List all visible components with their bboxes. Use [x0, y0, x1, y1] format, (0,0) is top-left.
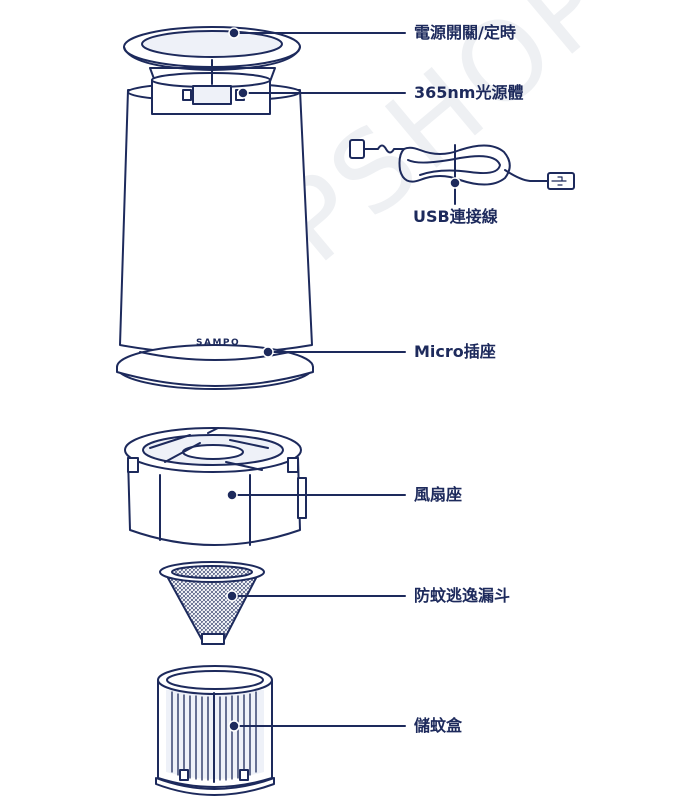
usb-cable: [350, 140, 574, 190]
label-fan-base: 風扇座: [414, 485, 462, 505]
fan-base: [125, 428, 306, 545]
label-funnel: 防蚊逃逸漏斗: [414, 586, 510, 606]
label-light-source: 365nm光源體: [414, 83, 523, 103]
label-usb-cable: USB連接線: [413, 207, 498, 227]
label-storage-box: 儲蚊盒: [414, 716, 462, 736]
label-power-switch: 電源開關/定時: [414, 23, 516, 43]
storage-box: [156, 666, 274, 795]
funnel: [160, 562, 264, 644]
brand-logo: SAMPO: [196, 338, 240, 348]
label-micro-socket: Micro插座: [414, 342, 496, 362]
main-body: [120, 60, 312, 354]
